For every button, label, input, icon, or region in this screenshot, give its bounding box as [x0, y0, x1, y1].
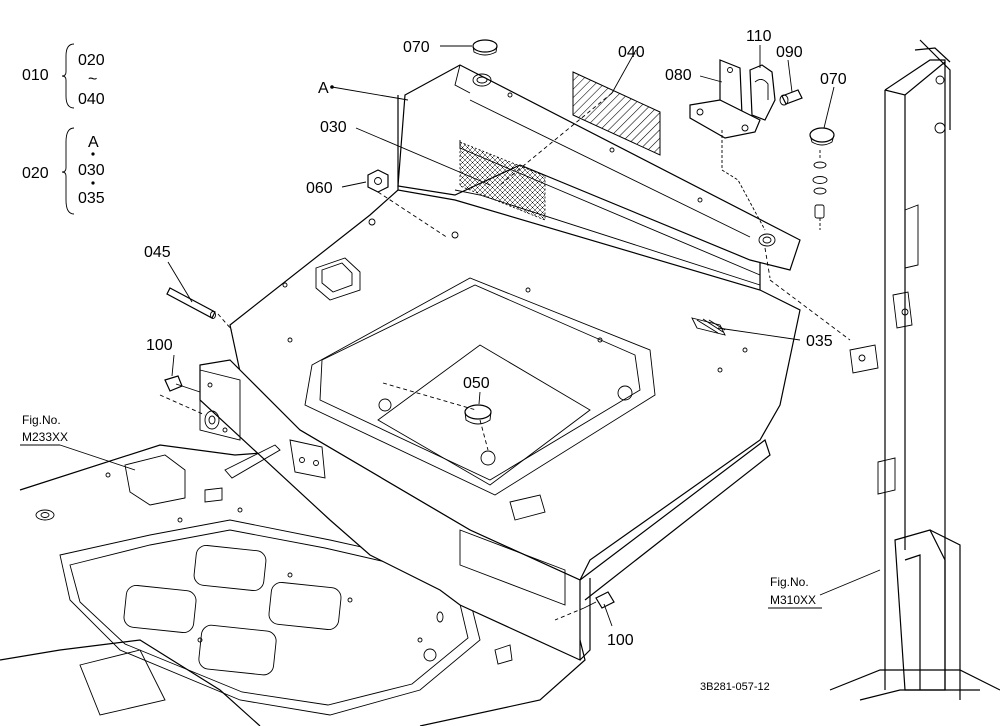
bolt-100-bottom	[595, 591, 615, 609]
callout-070-right: 070	[820, 71, 847, 88]
callout-100-left: 100	[146, 337, 173, 354]
legend-030: 030	[78, 162, 105, 179]
legend-tilde: ~	[88, 71, 97, 88]
seat-panel	[199, 64, 801, 661]
callout-110: 110	[746, 28, 772, 45]
drawing-id: 3B281-057-12	[700, 681, 770, 693]
legend: 010 020 ~ 040 020 A 030 035	[22, 43, 105, 215]
callout-060: 060	[306, 180, 333, 197]
legend-a: A	[88, 134, 99, 151]
bolt-100-left	[164, 375, 183, 392]
callout-050: 050	[463, 375, 490, 392]
callout-070-top: 070	[403, 39, 430, 56]
plug-050	[464, 404, 492, 420]
left-fig-label: Fig.No.	[22, 413, 61, 427]
nut-060	[367, 169, 389, 193]
decal-030	[459, 141, 546, 221]
leader-lines	[59, 45, 881, 627]
legend-020-a: 020	[78, 52, 105, 69]
legend-brace-1	[61, 43, 75, 109]
callout-045: 045	[144, 244, 171, 261]
callout-080: 080	[665, 67, 692, 84]
callout-090: 090	[776, 44, 803, 61]
callout-100-bottom: 100	[607, 632, 634, 649]
left-fig-number: M233XX	[22, 430, 68, 444]
legend-brace-2	[61, 127, 75, 215]
legend-dot-1	[91, 152, 95, 156]
figure-references: Fig.No. M233XX Fig.No. M310XX	[20, 413, 822, 609]
right-fig-label: Fig.No.	[770, 575, 809, 589]
legend-035: 035	[78, 190, 105, 207]
latch-110	[749, 64, 776, 121]
frame-right	[829, 39, 1000, 701]
callouts: A 070 040 110 080 090 070 030 060 045 10…	[144, 28, 847, 649]
callout-030: 030	[320, 119, 347, 136]
hardware	[164, 39, 835, 609]
legend-dot-2	[91, 181, 95, 185]
pin-045	[166, 287, 216, 319]
callout-035: 035	[806, 333, 833, 350]
decal-040	[572, 71, 661, 156]
callout-040: 040	[618, 44, 645, 61]
cap-070-top	[472, 39, 498, 53]
legend-010: 010	[22, 67, 49, 84]
legend-040: 040	[78, 91, 105, 108]
callout-a: A	[318, 80, 329, 97]
bolt-090	[781, 89, 803, 105]
legend-020-b: 020	[22, 165, 49, 182]
right-fig-number: M310XX	[770, 593, 816, 607]
cap-070-right	[809, 127, 835, 143]
